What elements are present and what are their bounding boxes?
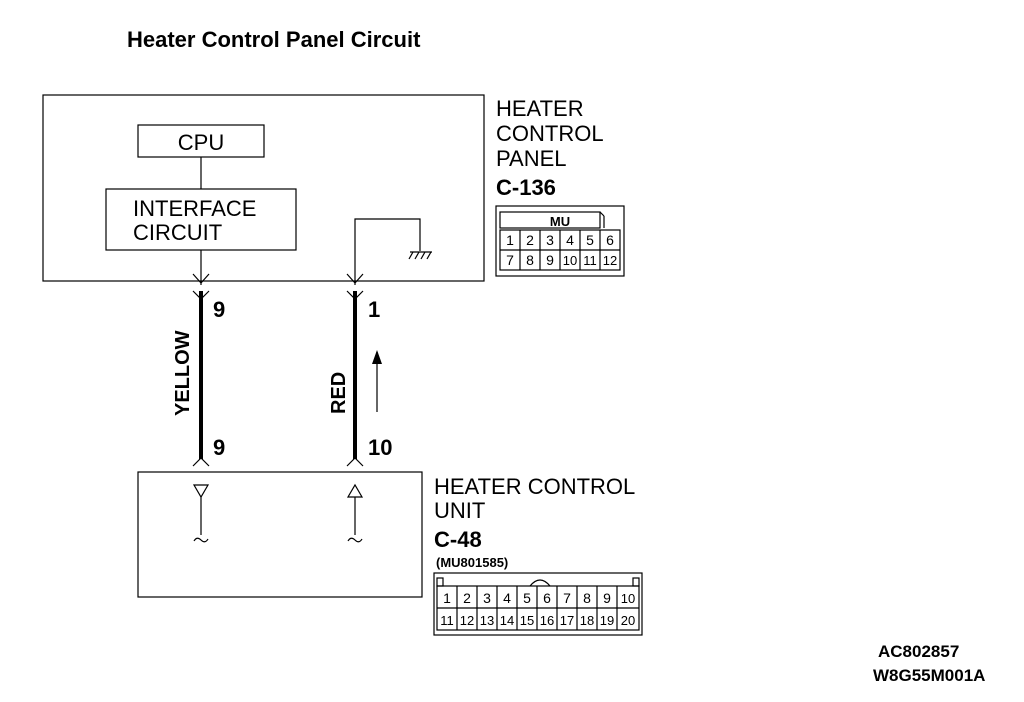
unit-pin-2: 2 bbox=[463, 590, 471, 606]
unit-pin-14: 14 bbox=[500, 613, 514, 628]
panel-name-line1: HEATER bbox=[496, 96, 584, 121]
unit-pin-6: 6 bbox=[543, 590, 551, 606]
unit-pin-7: 7 bbox=[563, 590, 571, 606]
red-wire bbox=[346, 290, 364, 467]
panel-pin-12: 12 bbox=[603, 253, 617, 268]
reference-code-2: W8G55M001A bbox=[873, 666, 985, 685]
red-wire-unit-pin: 10 bbox=[368, 435, 392, 460]
panel-connector-tag: MU bbox=[550, 214, 570, 229]
panel-pin1-terminal-mark bbox=[346, 273, 364, 284]
cpu-label: CPU bbox=[178, 130, 224, 155]
red-wire-color-label: RED bbox=[328, 372, 350, 414]
ground-icon bbox=[408, 251, 432, 260]
unit-pin-18: 18 bbox=[580, 613, 594, 628]
panel-pin-4: 4 bbox=[566, 232, 574, 248]
interface-label-line2: CIRCUIT bbox=[133, 220, 222, 245]
yellow-wire-color-label: YELLOW bbox=[172, 330, 194, 416]
unit-pin-3: 3 bbox=[483, 590, 491, 606]
unit-connector-id: C-48 bbox=[434, 527, 482, 552]
panel-pin-2: 2 bbox=[526, 232, 534, 248]
panel-name-line3: PANEL bbox=[496, 146, 567, 171]
panel-pin-11: 11 bbox=[583, 253, 597, 268]
heater-control-panel-box bbox=[42, 94, 485, 282]
unit-pin-11: 11 bbox=[440, 613, 454, 628]
unit-pin-8: 8 bbox=[583, 590, 591, 606]
panel-pin-9: 9 bbox=[546, 252, 554, 268]
panel-name-line2: CONTROL bbox=[496, 121, 604, 146]
panel-pin-8: 8 bbox=[526, 252, 534, 268]
yellow-wire bbox=[192, 290, 210, 467]
unit-pin-10: 10 bbox=[621, 591, 635, 606]
yellow-wire-panel-pin: 9 bbox=[213, 297, 225, 322]
unit-pin-4: 4 bbox=[503, 590, 511, 606]
panel-pin-3: 3 bbox=[546, 232, 554, 248]
unit-pin-1: 1 bbox=[443, 590, 451, 606]
panel-pin-6: 6 bbox=[606, 232, 614, 248]
unit-pin-19: 19 bbox=[600, 613, 614, 628]
unit-pin-12: 12 bbox=[460, 613, 474, 628]
red-wire-panel-pin: 1 bbox=[368, 297, 380, 322]
unit-output-terminal-icon bbox=[346, 483, 364, 543]
unit-input-terminal-icon bbox=[192, 484, 210, 543]
panel-pin9-terminal-mark bbox=[192, 273, 210, 284]
yellow-wire-unit-pin: 9 bbox=[213, 435, 225, 460]
unit-pin-9: 9 bbox=[603, 590, 611, 606]
panel-pin-1: 1 bbox=[506, 232, 514, 248]
unit-pin-20: 20 bbox=[621, 613, 635, 628]
panel-connector-id: C-136 bbox=[496, 175, 556, 200]
diagram-title: Heater Control Panel Circuit bbox=[127, 27, 421, 52]
panel-pin-10: 10 bbox=[563, 253, 577, 268]
panel-pin-5: 5 bbox=[586, 232, 594, 248]
interface-label-line1: INTERFACE bbox=[133, 196, 256, 221]
unit-pin-17: 17 bbox=[560, 613, 574, 628]
unit-pin-16: 16 bbox=[540, 613, 554, 628]
signal-direction-arrow-icon bbox=[372, 350, 382, 412]
unit-name-line2: UNIT bbox=[434, 498, 485, 523]
unit-name-line1: HEATER CONTROL bbox=[434, 474, 635, 499]
panel-pin-7: 7 bbox=[506, 252, 514, 268]
heater-control-unit-box bbox=[137, 471, 423, 598]
unit-pin-13: 13 bbox=[480, 613, 494, 628]
unit-pin-15: 15 bbox=[520, 613, 534, 628]
unit-part-number: (MU801585) bbox=[436, 555, 508, 570]
panel-connector-face: MU 1 2 3 4 5 6 7 8 9 10 11 12 bbox=[495, 205, 625, 277]
reference-code-1: AC802857 bbox=[878, 642, 959, 661]
unit-pin-5: 5 bbox=[523, 590, 531, 606]
panel-ground-wire bbox=[354, 218, 421, 285]
unit-connector-face: 1 2 3 4 5 6 7 8 9 10 11 12 13 14 15 16 1… bbox=[433, 572, 643, 636]
